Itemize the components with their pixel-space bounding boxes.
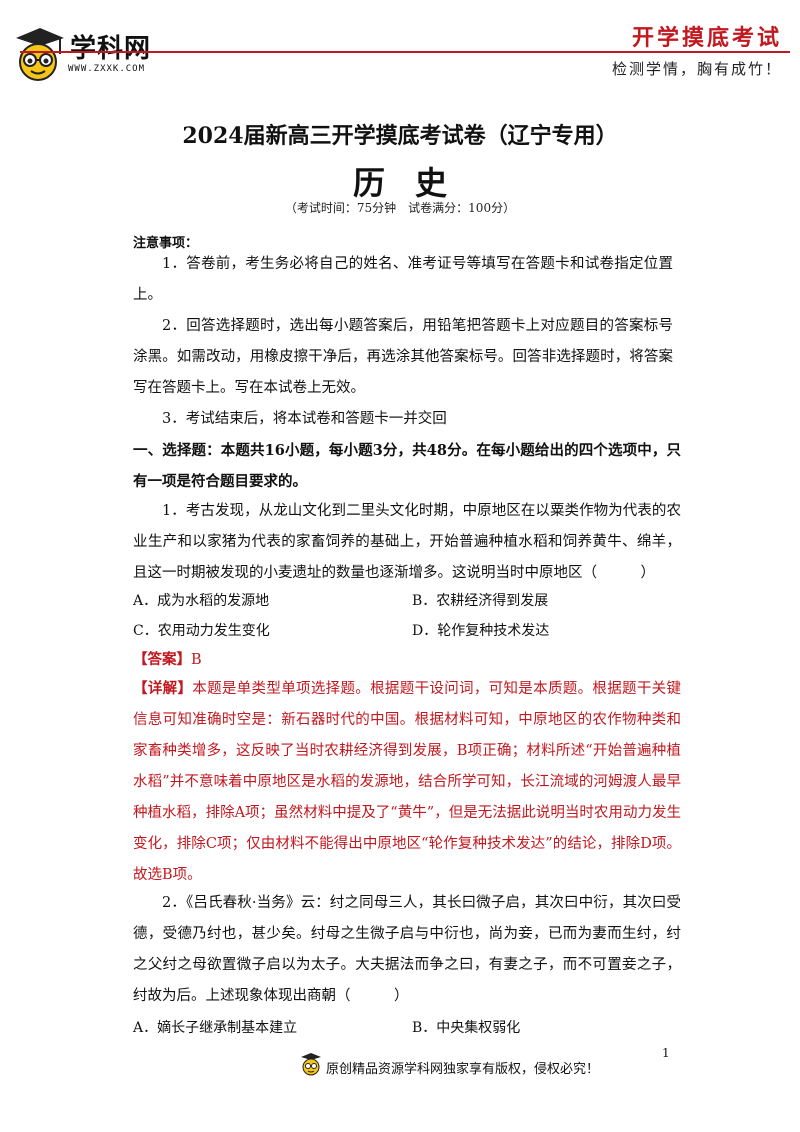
notes-item-2: 2．回答选择题时，选出每小题答案后，用铅笔把答题卡上对应题目的答案标号涂黑。如需… [133, 318, 673, 396]
answer-label: 【答案】 [133, 651, 191, 668]
notes-title: 注意事项： [133, 236, 199, 251]
footer-copyright: 原创精品资源学科网独家享有版权，侵权必究！ [326, 1062, 600, 1077]
question-1-option-c: C．农用动力发生变化 [133, 623, 270, 639]
question-1-option-b: B．农耕经济得到发展 [412, 593, 549, 609]
question-2-stem: 2．《吕氏春秋·当务》云：纣之同母三人，其长曰微子启，其次曰中衍，其次曰受德，受… [133, 895, 681, 1004]
subject-title: 历史 [352, 164, 477, 202]
question-1-stem: 1．考古发现，从龙山文化到二里头文化时期，中原地区在以粟类作物为代表的农业生产和… [133, 503, 681, 581]
answer-value: B [191, 652, 202, 668]
mascot-icon [16, 28, 64, 81]
logo-url: WWW.ZXXK.COM [68, 64, 146, 74]
question-2-option-b: B．中央集权弱化 [412, 1020, 521, 1036]
logo-text: 学科网 [70, 34, 152, 64]
notes-item-1: 1．答卷前，考生务必将自己的姓名、准考证号等填写在答题卡和试卷指定位置上。 [133, 256, 673, 303]
exam-info: （考试时间：75分钟 试卷满分：100分） [284, 201, 516, 215]
exam-title: 2024届新高三开学摸底考试卷（辽宁专用） [182, 123, 618, 149]
question-2-option-a: A．嫡长子继承制基本建立 [133, 1020, 298, 1036]
question-1-explanation: 【详解】本题是单类型单项选择题。根据题干设问词，可知是本质题。根据题干关键信息可… [133, 673, 681, 891]
explain-text: 本题是单类型单项选择题。根据题干设问词，可知是本质题。根据题干关键信息可知准确时… [133, 681, 682, 883]
mascot-icon [301, 1053, 321, 1076]
logo: 学科网 WWW.ZXXK.COM [10, 24, 200, 84]
page-number: 1 [662, 1046, 670, 1060]
brand-slogan: 检测学情，胸有成竹！ [611, 60, 782, 78]
notes-item-3: 3．考试结束后，将本试卷和答题卡一并交回 [162, 411, 447, 427]
question-1-answer: 【答案】B [133, 648, 202, 669]
header-divider [20, 51, 790, 53]
question-1-option-a: A．成为水稻的发源地 [133, 593, 270, 609]
question-1-option-d: D．轮作复种技术发达 [412, 623, 550, 639]
brand-title: 开学摸底考试 [631, 25, 782, 51]
section-heading: 一、选择题：本题共16小题，每小题3分，共48分。在每小题给出的四个选项中，只有… [133, 442, 681, 490]
explain-label: 【详解】 [133, 680, 193, 697]
